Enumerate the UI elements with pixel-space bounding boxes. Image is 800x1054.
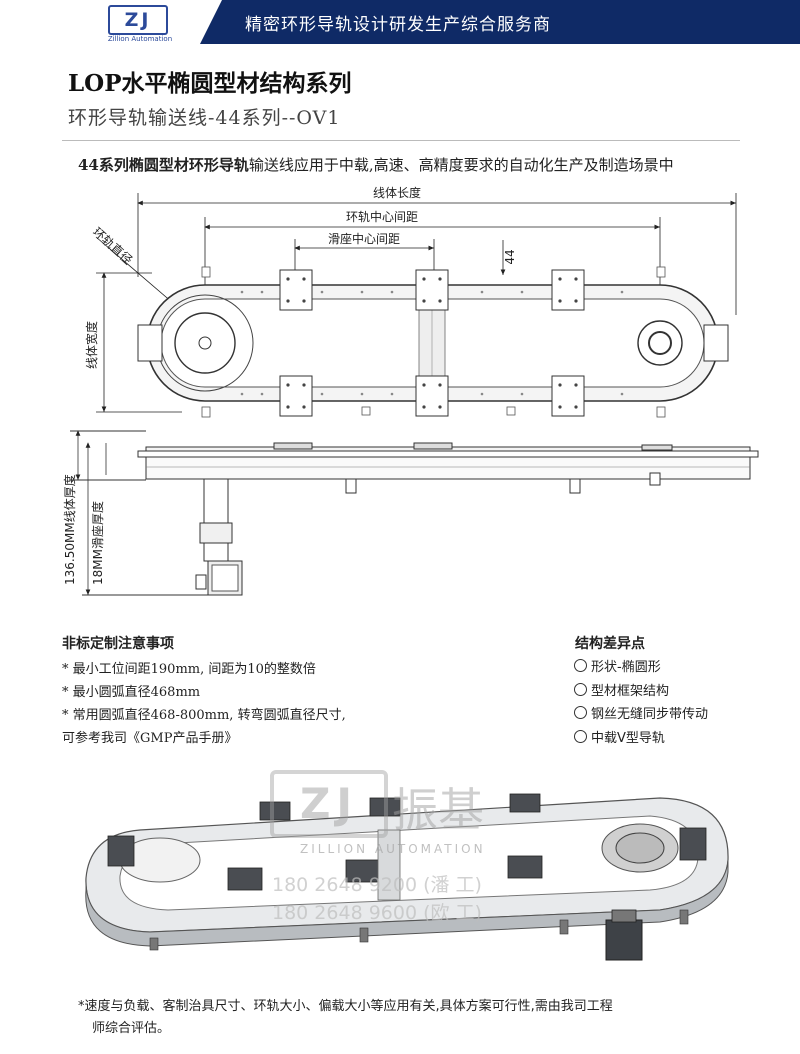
difference-label: 形状-椭圆形 (591, 660, 661, 675)
footer-note: *速度与负载、客制治具尺寸、环轨大小、偏载大小等应用有关,具体方案可行性,需由我… (78, 996, 613, 1040)
differences-title: 结构差异点 (575, 636, 645, 652)
logo-mark: ZJ (108, 5, 168, 35)
product-render (85, 793, 729, 961)
dim-slider-thickness: 18MM滑座厚度 (90, 501, 105, 585)
note-item: 可参考我司《GMP产品手册》 (62, 731, 238, 746)
difference-label: 型材框架结构 (591, 683, 670, 699)
dim-height-44: 44 (503, 249, 517, 264)
header-bar (221, 0, 800, 44)
track-top-view (137, 266, 729, 418)
difference-item: 形状-椭圆形 (574, 656, 708, 680)
intro-bold: 44系列椭圆型材环形导轨 (78, 156, 249, 174)
dim-slider-center: 滑座中心间距 (328, 231, 400, 246)
dim-ring-center: 环轨中心间距 (346, 209, 418, 224)
track-side-view (70, 430, 759, 596)
difference-item: 钢丝无缝同步带传动 (574, 703, 708, 727)
dim-line-length: 线体长度 (373, 185, 421, 200)
difference-item: 型材框架结构 (574, 680, 708, 704)
logo-subtitle: Zillion Automation (107, 35, 173, 43)
note-item: * 最小工位间距190mm, 间距为10的整数倍 (62, 662, 316, 677)
title-divider (62, 140, 740, 141)
header-slogan: 精密环形导轨设计研发生产综合服务商 (245, 15, 551, 35)
intro-text: 44系列椭圆型材环形导轨输送线应用于中载,高速、高精度要求的自动化生产及制造场景… (78, 154, 674, 175)
footer-line: *速度与负载、客制治具尺寸、环轨大小、偏载大小等应用有关,具体方案可行性,需由我… (78, 999, 613, 1014)
difference-label: 钢丝无缝同步带传动 (591, 707, 709, 722)
difference-label: 中载V型导轨 (591, 730, 665, 746)
footer-line: 师综合评估。 (92, 1021, 171, 1036)
header: ZJ Zillion Automation 精密环形导轨设计研发生产综合服务商 (0, 0, 800, 44)
notes-list: * 最小工位间距190mm, 间距为10的整数倍 * 最小圆弧直径468mm *… (62, 658, 346, 750)
note-item: * 最小圆弧直径468mm (62, 685, 201, 700)
dim-total-thickness: 136.50MM线体厚度 (62, 474, 77, 585)
page-subtitle: 环形导轨输送线-44系列--OV1 (68, 107, 341, 129)
difference-item: 中载V型导轨 (574, 727, 708, 751)
company-logo: ZJ Zillion Automation (100, 5, 190, 43)
circle-bullet-icon (574, 659, 587, 672)
circle-bullet-icon (574, 729, 587, 743)
header-slant (200, 0, 222, 44)
intro-rest: 输送线应用于中载,高速、高精度要求的自动化生产及制造场景中 (248, 156, 674, 174)
circle-bullet-icon (574, 706, 587, 719)
dim-ring-diameter: 环轨直径 (90, 225, 135, 268)
dim-line-width: 线体宽度 (84, 321, 99, 369)
circle-bullet-icon (574, 682, 587, 696)
differences-list: 形状-椭圆形 型材框架结构 钢丝无缝同步带传动 中载V型导轨 (574, 656, 708, 750)
note-item: * 常用圆弧直径468-800mm, 转弯圆弧直径尺寸, (62, 708, 346, 723)
technical-drawing: 线体长度 环轨中心间距 滑座中心间距 44 环轨直径 线体宽度 (62, 185, 759, 596)
page-title: LOP水平椭圆型材结构系列 (68, 70, 352, 97)
notes-title: 非标定制注意事项 (62, 636, 174, 652)
